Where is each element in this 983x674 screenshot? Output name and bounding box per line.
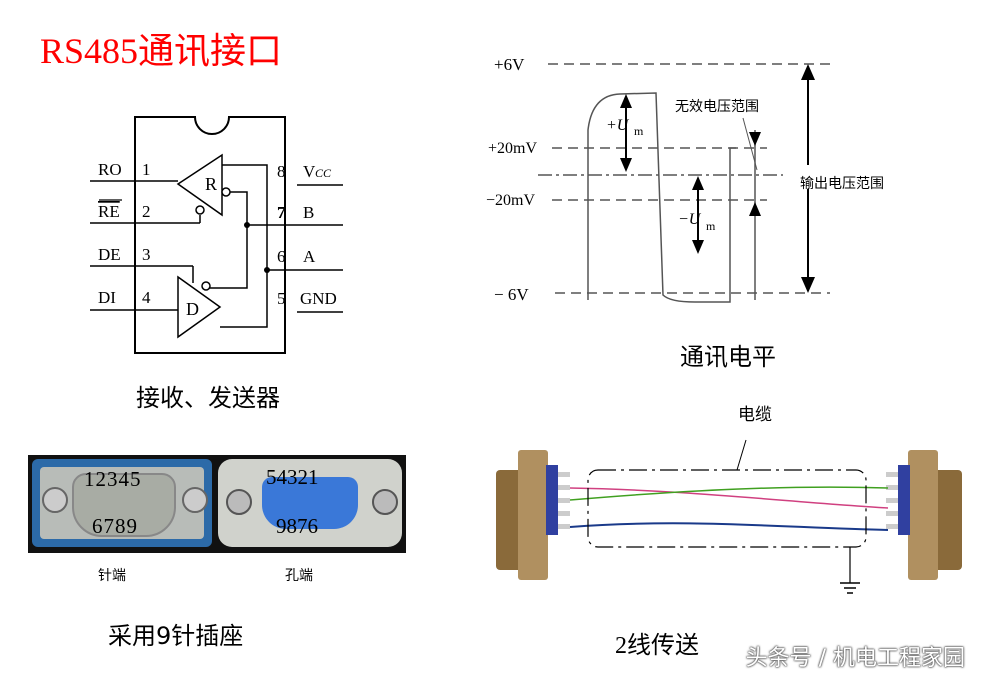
male-connector-label: 针端 [98,568,126,584]
plus-um-label: +U [606,117,630,134]
level-minus-6v: − 6V [494,285,529,304]
pin-label-ro: RO [98,160,122,179]
male-connector: 12345 6789 [32,459,212,547]
wire-blue [569,522,889,531]
connector-caption: 采用9针插座 [108,622,244,650]
two-wire-cable-diagram [496,439,962,594]
cable-caption: 2线传送 [615,633,699,659]
pin-label-a: A [303,247,316,266]
pin-num-2: 2 [142,202,151,221]
pin-num-5: 5 [277,289,286,308]
ground-icon [840,582,860,594]
output-voltage-range-label: 输出电压范围 [800,176,884,192]
left-db9-plug [496,450,570,580]
db9-connectors-photo: 12345 6789 54321 9876 [28,455,406,553]
signal-levels-diagram: +6V +20mV −20mV − 6V +U m −U m [486,55,898,304]
female-connector: 54321 9876 [218,459,402,547]
transceiver-chip-diagram: R D RO 1 RE 2 DE 3 DI 4 8 V CC 7 B 6 A 5… [90,116,343,354]
pin-num-8: 8 [277,162,286,181]
pin-num-7: 7 [277,203,286,222]
male-pin-numbers-bottom: 6789 [92,514,138,538]
receiver-triangle [176,153,223,217]
level-minus-20mv: −20mV [486,192,535,209]
driver-label: D [186,299,199,319]
pin-label-gnd: GND [300,289,337,308]
invalid-voltage-range-label: 无效电压范围 [675,99,759,115]
pin-num-1: 1 [142,160,151,179]
cable-label: 电缆 [738,405,772,425]
pin-label-de: DE [98,245,121,264]
level-plus-6v: +6V [494,55,525,74]
wire-green [569,486,889,501]
pin-label-b: B [303,203,314,222]
receiver-label: R [205,174,217,194]
cable-shield-outline [587,469,867,548]
minus-um-sub: m [706,219,716,233]
wire-red [569,487,889,509]
plus-um-sub: m [634,124,644,138]
levels-caption: 通讯电平 [680,343,776,371]
male-pin-numbers-top: 12345 [84,467,142,491]
pin-label-vcc-sub: CC [315,166,332,180]
female-connector-label: 孔端 [285,568,313,584]
right-db9-plug [886,450,962,580]
pin-num-3: 3 [142,245,151,264]
chip-caption: 接收、发送器 [136,384,280,412]
pin-label-vcc: V [303,162,316,181]
pin-label-di: DI [98,288,116,307]
page-title: RS485通讯接口 [40,31,283,71]
pin-num-4: 4 [142,288,151,307]
female-pin-numbers-bottom: 9876 [276,514,318,538]
minus-um-label: −U [678,211,702,228]
driver-triangle [177,275,222,339]
pin-label-re: RE [98,202,120,221]
chip-body [134,116,286,354]
watermark: 头条号 / 机电工程家园 [745,646,965,671]
level-plus-20mv: +20mV [488,140,537,157]
pin-num-6: 6 [277,247,286,266]
female-pin-numbers-top: 54321 [266,465,319,489]
